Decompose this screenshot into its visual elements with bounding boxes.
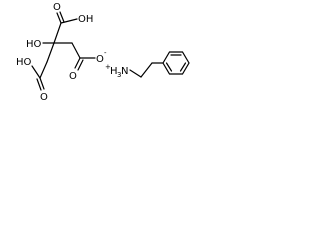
bond-c5-o-double-b: [77, 59, 84, 71]
ammonium-h-count: 3: [117, 71, 121, 79]
bond-c1-o-double-b: [36, 78, 42, 91]
carboxylate-o-label: O: [69, 71, 77, 82]
bond-c3-c6: [53, 22, 62, 44]
phenethylammonium-cation: + H 3 N: [105, 51, 190, 79]
ammonium-charge: +: [105, 63, 111, 71]
bond-c4-c5: [71, 42, 81, 59]
carboxylate-charge: -: [104, 49, 107, 57]
bond-c1-oh: [31, 65, 41, 79]
bond-ca-cb: [140, 62, 153, 78]
hydroxyl-label: HO: [26, 39, 42, 50]
bond-c6-oh: [60, 18, 78, 24]
bond-c6-o-double-b: [59, 11, 65, 23]
carboxylate-o-minus-label: O: [96, 54, 104, 65]
left-acid-o-label: O: [40, 92, 48, 103]
bond-c1-o-double-a: [39, 77, 45, 90]
top-acid-oh-label: OH: [78, 14, 93, 25]
citrate-anion: O OH HO HO O O O -: [16, 2, 107, 103]
bond-c6-o-double-a: [56, 12, 62, 24]
ammonium-h-label: H: [110, 66, 118, 77]
ammonium-n-label: N: [121, 66, 128, 77]
ring-double-bond-3: [165, 62, 173, 72]
chemical-structure-diagram: O OH HO HO O O O - + H 3 N: [16, 2, 190, 103]
bond-c3-c2: [46, 42, 55, 63]
benzene-ring: [162, 51, 190, 75]
bond-c5-o-double-a: [74, 57, 81, 69]
left-acid-oh-label: HO: [16, 57, 32, 68]
top-acid-o-label: O: [53, 2, 61, 13]
bond-n-ca: [129, 69, 142, 78]
bond-c2-c1: [39, 61, 48, 79]
ring-double-bond-2: [179, 62, 187, 72]
